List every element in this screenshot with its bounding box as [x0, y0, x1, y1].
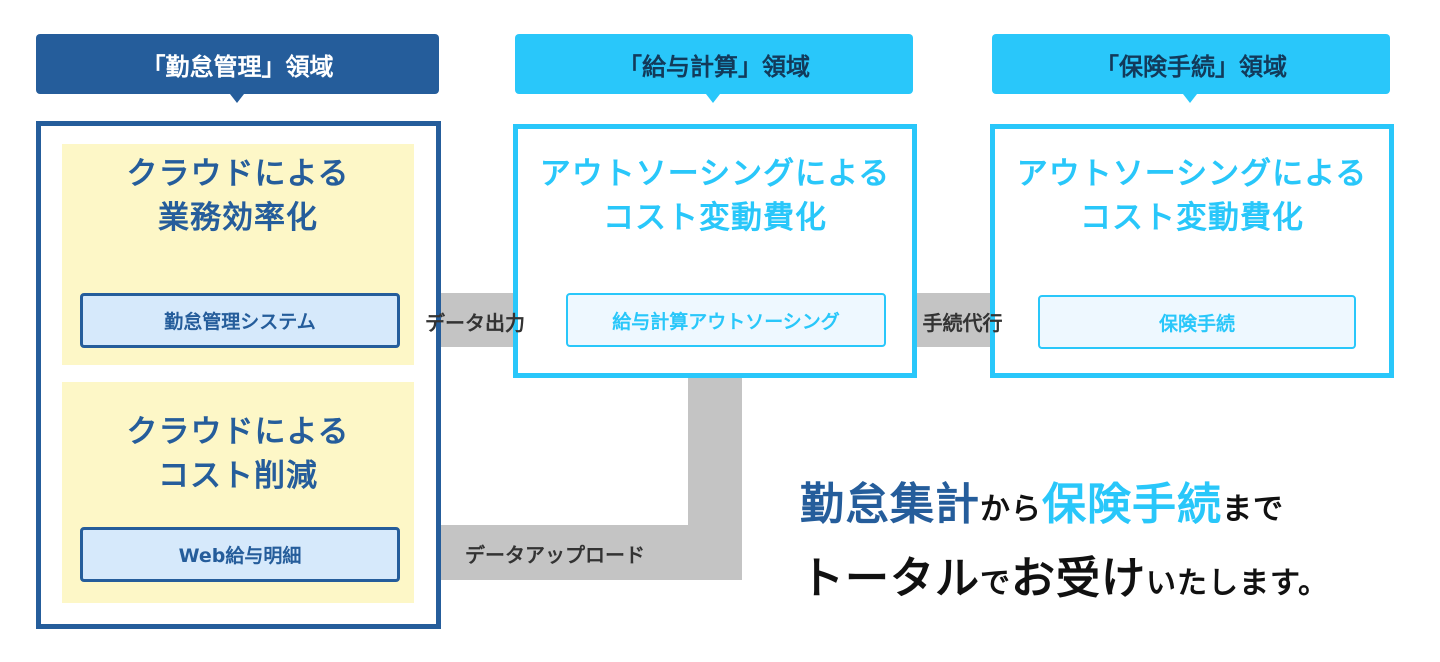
- data-output-label: データ出力: [425, 310, 525, 335]
- tab-payroll-label: 「給与計算」領域: [618, 52, 810, 81]
- cost-reduction-heading-line2: コスト削減: [158, 458, 318, 494]
- payroll-outsourcing-label: 給与計算アウトソーシング: [612, 310, 840, 333]
- tagline-from: から: [980, 492, 1042, 527]
- payroll-heading-line1: アウトソーシングによる: [539, 156, 891, 192]
- efficiency-heading-line2: 業務効率化: [158, 200, 318, 236]
- insurance-procedure-label: 保険手続: [1158, 312, 1235, 335]
- tagline-line2: トータルでお受けいたします。: [800, 542, 1329, 606]
- insurance-heading-line2: コスト変動費化: [1080, 200, 1304, 236]
- tagline-attendance: 勤怠集計: [800, 479, 980, 530]
- tab-attendance-pointer: [230, 94, 244, 103]
- tagline-de: で: [980, 566, 1011, 601]
- tab-payroll-area: 「給与計算」領域: [515, 34, 913, 94]
- procedure-proxy-label: 手続代行: [922, 310, 1003, 335]
- tab-payroll-pointer: [706, 94, 720, 103]
- insurance-heading-line1: アウトソーシングによる: [1016, 156, 1368, 192]
- tagline-line1: 勤怠集計から保険手続まで: [800, 468, 1284, 532]
- payroll-heading-line2: コスト変動費化: [603, 200, 827, 236]
- tagline-total: トータル: [800, 553, 980, 604]
- efficiency-heading-line1: クラウドによる: [126, 156, 350, 192]
- tagline-itashimasu: いたします。: [1146, 566, 1329, 601]
- tab-insurance-area: 「保険手続」領域: [992, 34, 1390, 94]
- data-upload-arrow: [365, 345, 742, 605]
- efficiency-heading: クラウドによる 業務効率化: [62, 152, 414, 240]
- insurance-heading: アウトソーシングによる コスト変動費化: [990, 152, 1394, 240]
- web-payslip-label: Web給与明細: [178, 545, 302, 567]
- tagline-insurance: 保険手続: [1042, 479, 1222, 530]
- cost-reduction-heading: クラウドによる コスト削減: [62, 410, 414, 498]
- tab-attendance-label: 「勤怠管理」領域: [141, 52, 334, 81]
- insurance-procedure-box: 保険手続: [1038, 295, 1356, 349]
- tab-insurance-pointer: [1183, 94, 1197, 103]
- tagline-ouke: お受け: [1011, 553, 1146, 604]
- attendance-system-box: 勤怠管理システム: [80, 293, 400, 348]
- payroll-heading: アウトソーシングによる コスト変動費化: [513, 152, 917, 240]
- data-upload-label: データアップロード: [465, 542, 645, 567]
- tab-insurance-label: 「保険手続」領域: [1095, 52, 1287, 81]
- payroll-outsourcing-box: 給与計算アウトソーシング: [566, 293, 886, 347]
- cost-reduction-heading-line1: クラウドによる: [126, 414, 350, 450]
- web-payslip-box: Web給与明細: [80, 527, 400, 582]
- tagline-until: まで: [1222, 492, 1284, 527]
- tab-attendance-area: 「勤怠管理」領域: [36, 34, 439, 94]
- attendance-system-label: 勤怠管理システム: [164, 311, 316, 333]
